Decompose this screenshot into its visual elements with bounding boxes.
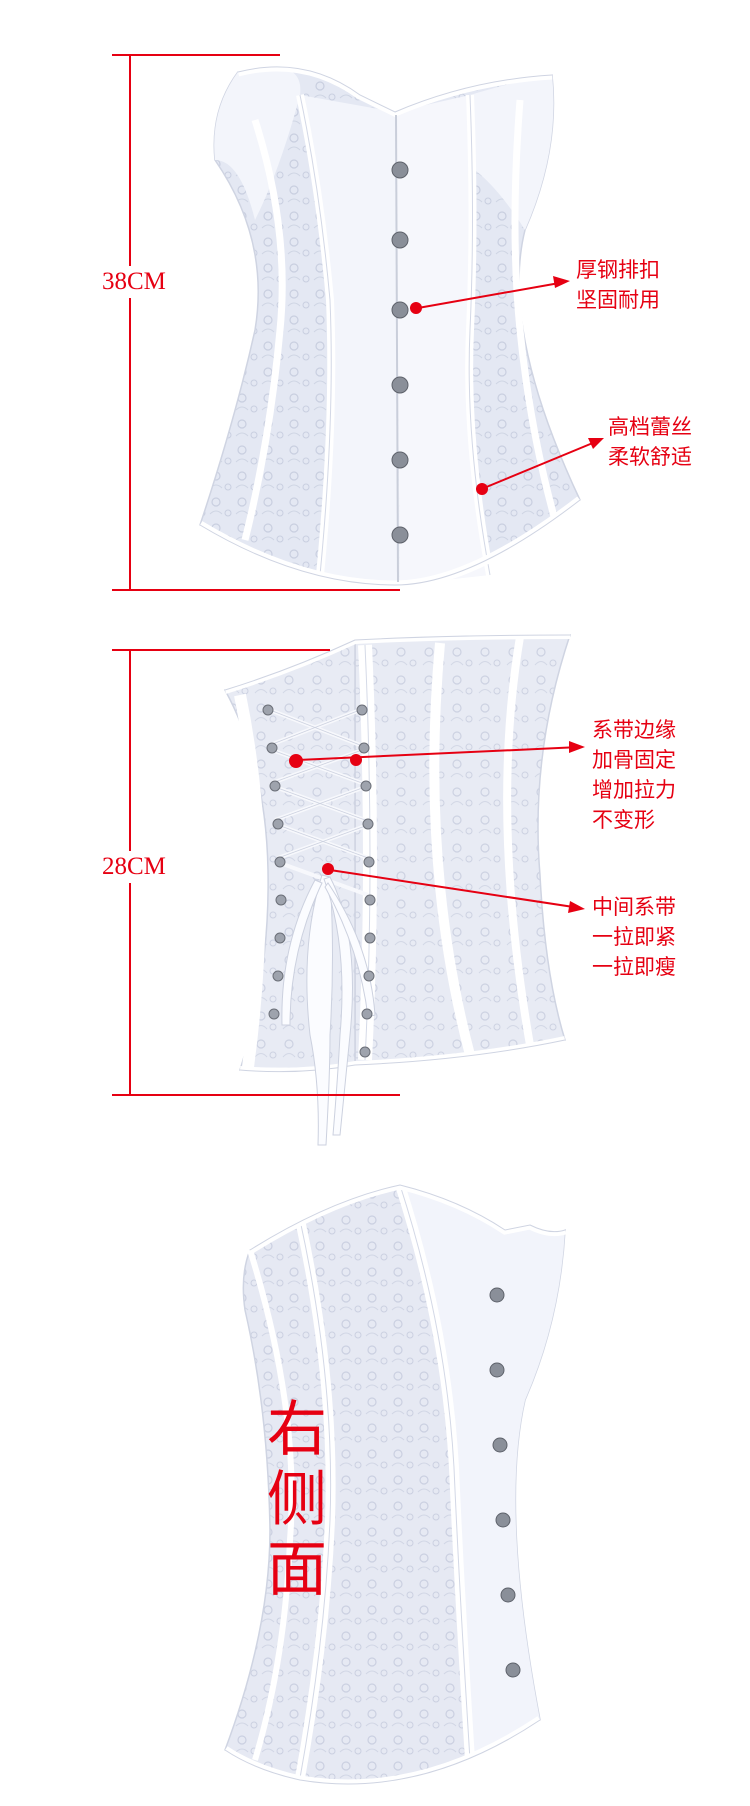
callout-lacing-edge-line-4: 不变形 xyxy=(592,808,655,832)
callout-lacing-edge-line-3: 增加拉力 xyxy=(592,778,676,802)
corset-back-image xyxy=(223,631,572,1146)
front-view-panel: 38CM 厚钢排扣 坚固耐用 高档蕾丝 柔软舒适 xyxy=(0,0,750,615)
side-view-title-char-3: 面 xyxy=(267,1535,327,1605)
side-view-panel: 右 侧 面 xyxy=(0,1160,750,1806)
front-view-drawing xyxy=(112,54,604,591)
side-view-drawing xyxy=(222,1180,567,1789)
callout-busk: 厚钢排扣 坚固耐用 xyxy=(576,255,660,315)
front-callout-arrows xyxy=(410,276,604,495)
callout-center-lace: 中间系带 一拉即紧 一拉即瘦 xyxy=(592,892,676,982)
side-view-title: 右 侧 面 xyxy=(262,1395,332,1605)
grommets xyxy=(262,704,376,1058)
callout-lace-line-1: 高档蕾丝 xyxy=(608,415,692,439)
callout-lacing-edge-line-2: 加骨固定 xyxy=(592,748,676,772)
callout-busk-line-1: 厚钢排扣 xyxy=(576,258,660,282)
back-view-panel: 28CM 系带边缘 加骨固定 增加拉力 不变形 中间系带 一拉即紧 一拉即瘦 xyxy=(0,615,750,1160)
back-callout-arrows xyxy=(289,741,585,913)
corset-front-image xyxy=(197,62,583,590)
back-view-drawing xyxy=(112,631,585,1146)
lace-ribbons xyxy=(281,874,376,1146)
callout-lace-line-2: 柔软舒适 xyxy=(608,445,692,469)
back-height-dimension: 28CM xyxy=(102,851,166,883)
front-dimension-lines xyxy=(112,54,400,591)
side-busk-studs xyxy=(489,1287,521,1678)
callout-busk-line-2: 坚固耐用 xyxy=(576,288,660,312)
callout-lacing-edge: 系带边缘 加骨固定 增加拉力 不变形 xyxy=(592,715,676,835)
callout-center-lace-line-1: 中间系带 xyxy=(592,895,676,919)
callout-center-lace-line-3: 一拉即瘦 xyxy=(592,955,676,979)
side-view-title-char-1: 右 xyxy=(267,1395,327,1465)
corset-side-image xyxy=(222,1180,567,1789)
callout-center-lace-line-2: 一拉即紧 xyxy=(592,925,676,949)
callout-lace: 高档蕾丝 柔软舒适 xyxy=(608,412,692,472)
side-view-title-char-2: 侧 xyxy=(267,1465,327,1535)
callout-lacing-edge-line-1: 系带边缘 xyxy=(592,718,676,742)
front-height-dimension: 38CM xyxy=(102,266,166,298)
busk-studs xyxy=(391,161,409,544)
